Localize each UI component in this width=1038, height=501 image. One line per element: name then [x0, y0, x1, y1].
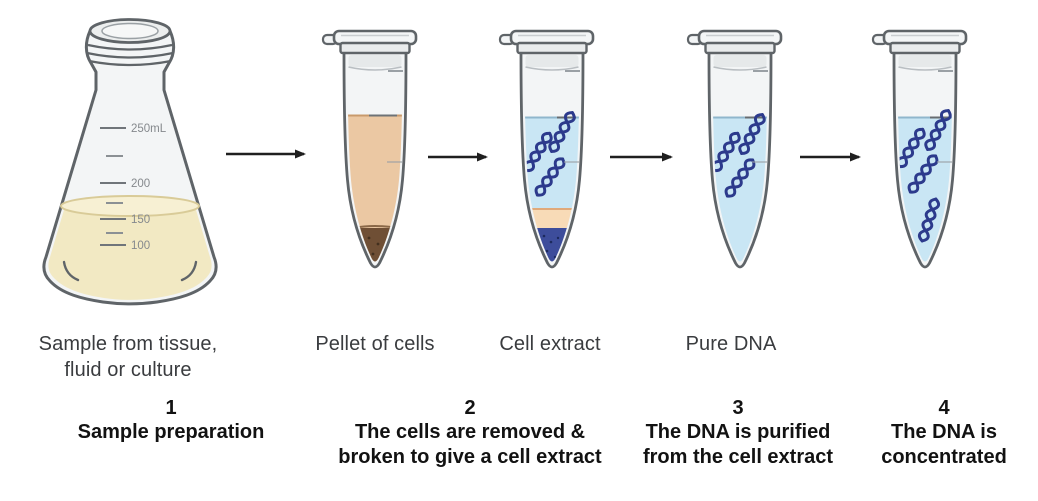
flask-label: Sample from tissue, fluid or culture — [18, 331, 238, 383]
label-pellet-of-cells: Pellet of cells — [315, 333, 435, 355]
tube-pellet-icon — [321, 29, 418, 288]
tube-pure-dna-icon — [686, 29, 783, 289]
tube-concentrated-dna-icon — [871, 29, 968, 289]
flask-grad-200: 200 — [131, 178, 150, 190]
flask-label-line2: fluid or culture — [64, 359, 192, 381]
tube-cell-extract-icon — [498, 29, 595, 288]
flask-label-line1: Sample from tissue, — [38, 333, 218, 355]
step-2-line1: The cells are removed & — [354, 421, 586, 443]
label-cell-extract: Cell extract — [499, 333, 601, 355]
step-3-line1: The DNA is purified — [645, 421, 831, 443]
step-1-line1: Sample preparation — [77, 421, 265, 443]
flask-graduations: 250mL 200 150 100 — [100, 123, 167, 252]
flow-arrows — [226, 149, 861, 162]
step-4-line1: The DNA is — [891, 421, 997, 443]
step-3-number: 3 — [732, 397, 744, 419]
step-4-line2: concentrated — [881, 446, 1007, 468]
flask-grad-150: 150 — [131, 214, 150, 226]
flask-liquid — [48, 205, 212, 300]
step-2: 2 The cells are removed & broken to give… — [325, 396, 615, 470]
step-3-line2: from the cell extract — [642, 446, 834, 468]
step-1-number: 1 — [165, 397, 177, 419]
step-4-number: 4 — [938, 397, 950, 419]
step-3: 3 The DNA is purified from the cell extr… — [618, 396, 858, 470]
step-1: 1 Sample preparation — [46, 396, 296, 445]
step-2-number: 2 — [464, 397, 476, 419]
pellet-speckles — [542, 234, 560, 259]
label-pure-dna: Pure DNA — [685, 333, 777, 355]
step-4: 4 The DNA is concentrated — [844, 396, 1038, 470]
flask-grad-100: 100 — [131, 240, 150, 252]
step-2-line2: broken to give a cell extract — [338, 446, 602, 468]
flask-grad-250: 250mL — [131, 123, 167, 135]
erlenmeyer-flask-icon: 250mL 200 150 100 — [42, 18, 218, 306]
